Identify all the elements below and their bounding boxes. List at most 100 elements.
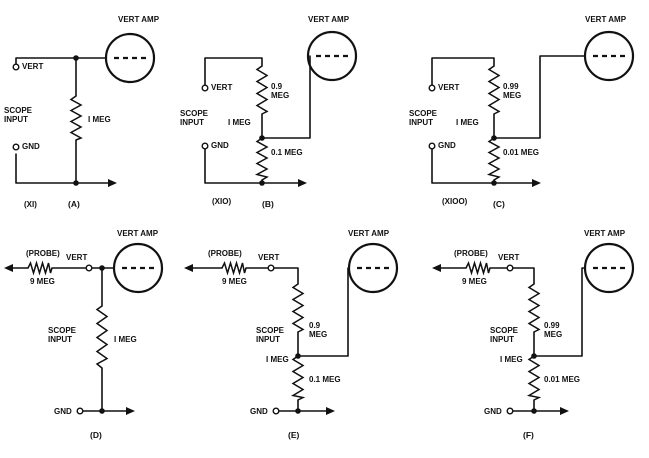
- scope-input-label: SCOPE: [180, 109, 209, 118]
- ground-arrow-icon: [560, 407, 569, 415]
- junction-dot: [259, 135, 265, 141]
- scope-input-label: SCOPE: [256, 326, 285, 335]
- vert-amp-tube: [583, 242, 635, 294]
- circuit-wiring: [191, 267, 349, 412]
- total-resistance-label: I MEG: [456, 118, 479, 127]
- probe-label: (PROBE): [26, 249, 60, 258]
- resistor-0-1meg: [254, 137, 269, 181]
- vert-amp-tube: [306, 30, 358, 82]
- vert-amp-label: VERT AMP: [117, 229, 159, 238]
- upper-resistor-label: MEG: [503, 91, 521, 100]
- vert-label: VERT: [438, 83, 459, 92]
- panel-f: VERT AMP (PROBE) 9 MEG VERT SCOPE INPUT …: [432, 229, 635, 440]
- lower-resistor-label: 0.1 MEG: [309, 375, 341, 384]
- probe-value-label: 9 MEG: [30, 277, 55, 286]
- circuit-wiring: [431, 55, 586, 184]
- resistor-1meg: [95, 305, 109, 369]
- scope-input-label: INPUT: [256, 335, 280, 344]
- gnd-terminal: [428, 142, 436, 150]
- ground-arrow-icon: [298, 179, 307, 187]
- total-resistance-label: I MEG: [266, 355, 289, 364]
- scope-input-label: SCOPE: [490, 326, 519, 335]
- vert-label: VERT: [211, 83, 232, 92]
- junction-dot: [295, 408, 301, 414]
- panel-d: VERT AMP (PROBE) 9 MEG VERT SCOPE INPUT …: [4, 229, 164, 440]
- junction-dot: [531, 353, 537, 359]
- gnd-terminal: [12, 143, 20, 151]
- vert-terminal: [201, 84, 209, 92]
- junction-dot: [531, 408, 537, 414]
- total-resistance-label: I MEG: [228, 118, 251, 127]
- junction-dot: [73, 55, 79, 61]
- resistor-0-9meg: [255, 65, 269, 115]
- lower-resistor-label: 0.01 MEG: [503, 148, 539, 157]
- upper-resistor-label: MEG: [544, 330, 562, 339]
- probe-arrow-icon: [4, 264, 13, 272]
- vert-amp-tube: [583, 30, 635, 82]
- gnd-terminal: [272, 407, 280, 415]
- probe-resistor-9meg: [221, 260, 247, 276]
- scope-input-label: INPUT: [490, 335, 514, 344]
- panel-caption: (A): [68, 199, 80, 209]
- circuit-wiring: [439, 267, 586, 412]
- upper-resistor-label: 0.99: [503, 82, 519, 91]
- vert-amp-label: VERT AMP: [348, 229, 390, 238]
- junction-dot: [99, 408, 105, 414]
- multiplier-label: (XI): [24, 200, 37, 209]
- upper-resistor-label: MEG: [271, 91, 289, 100]
- resistor-0-9meg: [291, 283, 305, 333]
- vert-amp-label: VERT AMP: [584, 229, 626, 238]
- resistor-0-01meg: [526, 355, 542, 401]
- scope-input-label: INPUT: [48, 335, 72, 344]
- ground-arrow-icon: [126, 407, 135, 415]
- resistor-0-1meg: [290, 355, 306, 401]
- gnd-label: GND: [438, 141, 456, 150]
- junction-dot: [491, 180, 497, 186]
- probe-arrow-icon: [184, 264, 193, 272]
- vert-label: VERT: [66, 253, 87, 262]
- vert-terminal: [267, 264, 275, 272]
- panel-b: VERT AMP VERT SCOPE INPUT GND I MEG 0.9 …: [180, 15, 358, 209]
- upper-resistor-label: 0.99: [544, 321, 560, 330]
- upper-resistor-label: 0.9: [309, 321, 321, 330]
- resistor-label: I MEG: [88, 115, 111, 124]
- gnd-label: GND: [211, 141, 229, 150]
- multiplier-label: (XIOO): [442, 197, 468, 206]
- probe-label: (PROBE): [454, 249, 488, 258]
- scope-input-label: INPUT: [180, 118, 204, 127]
- panel-caption: (B): [262, 199, 274, 209]
- scope-input-label: SCOPE: [48, 326, 77, 335]
- gnd-label: GND: [250, 407, 268, 416]
- resistor-label: I MEG: [114, 335, 137, 344]
- junction-dot: [259, 180, 265, 186]
- probe-value-label: 9 MEG: [222, 277, 247, 286]
- junction-dot: [491, 135, 497, 141]
- gnd-label: GND: [484, 407, 502, 416]
- vert-amp-tube: [112, 242, 164, 294]
- panel-a: VERT AMP VERT SCOPE INPUT GND I MEG (XI)…: [4, 15, 160, 209]
- vert-amp-label: VERT AMP: [585, 15, 627, 24]
- gnd-label: GND: [22, 142, 40, 151]
- probe-arrow-icon: [432, 264, 441, 272]
- panel-caption: (C): [493, 199, 505, 209]
- vert-amp-tube: [104, 32, 156, 84]
- multiplier-label: (XIO): [212, 197, 231, 206]
- lower-resistor-label: 0.01 MEG: [544, 375, 580, 384]
- vert-label: VERT: [498, 253, 519, 262]
- vert-terminal: [12, 63, 20, 71]
- scope-input-label: SCOPE: [4, 106, 33, 115]
- upper-resistor-label: 0.9: [271, 82, 283, 91]
- junction-dot: [295, 353, 301, 359]
- vert-amp-tube: [347, 242, 399, 294]
- vert-terminal: [428, 84, 436, 92]
- gnd-terminal: [76, 407, 84, 415]
- vert-label: VERT: [258, 253, 279, 262]
- panel-c: VERT AMP VERT SCOPE INPUT GND I MEG 0.99…: [409, 15, 635, 209]
- scope-input-label: INPUT: [409, 118, 433, 127]
- scope-input-label: SCOPE: [409, 109, 438, 118]
- probe-resistor-9meg: [465, 260, 491, 276]
- resistor-0-99meg: [527, 283, 541, 333]
- vert-amp-label: VERT AMP: [308, 15, 350, 24]
- vert-amp-label: VERT AMP: [118, 15, 160, 24]
